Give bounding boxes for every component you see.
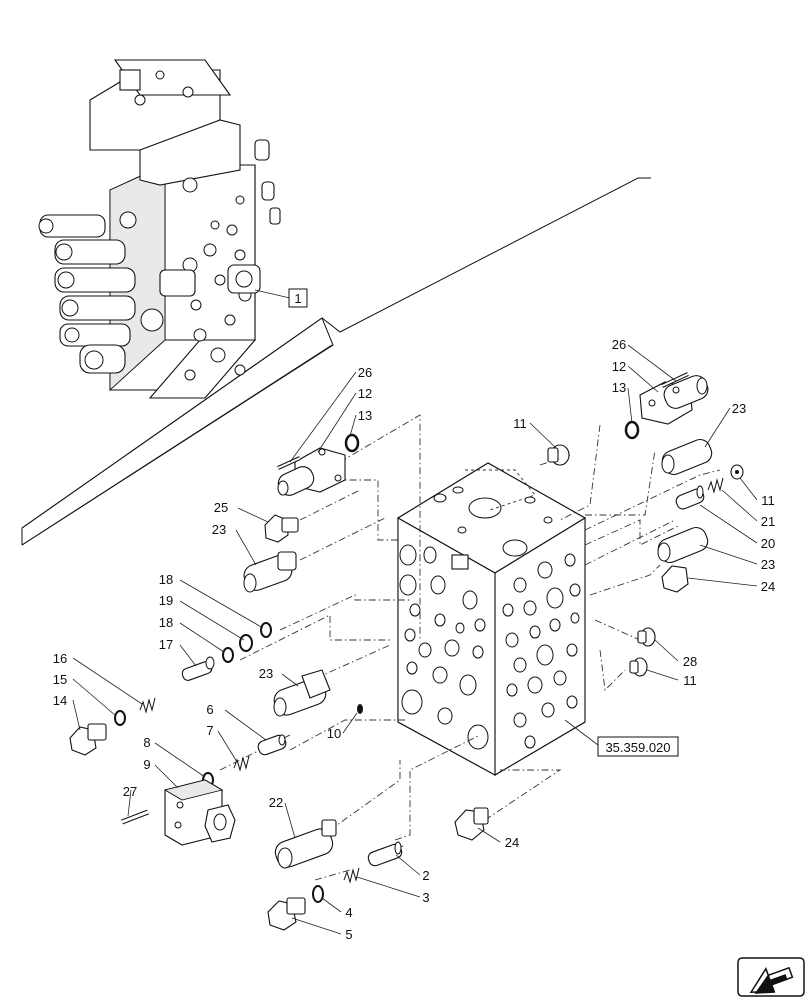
callout-17: 17 (159, 637, 173, 652)
cartridge-23-middle (273, 669, 331, 717)
hex-plug-25 (264, 514, 299, 543)
callout-21: 21 (761, 514, 775, 529)
hex-plug-5 (267, 897, 306, 931)
callout-15: 15 (53, 672, 67, 687)
callout-23: 23 (212, 522, 226, 537)
callout-8: 8 (143, 735, 150, 750)
spring-16 (139, 697, 156, 714)
callout-labels: 26 12 13 25 23 18 19 18 17 16 15 14 23 1… (53, 337, 775, 942)
callout-20: 20 (761, 536, 775, 551)
o-ring-4 (312, 885, 324, 903)
poppet-17 (181, 656, 215, 681)
cartridge-23-right-upper (661, 438, 713, 476)
callout-4: 4 (345, 905, 352, 920)
next-page-arrow-icon[interactable] (737, 957, 805, 1000)
o-ring-15 (114, 710, 126, 726)
callout-28: 28 (683, 654, 697, 669)
backup-ring-19 (239, 634, 253, 652)
callout-14: 14 (53, 693, 67, 708)
callout-19: 19 (159, 593, 173, 608)
hex-plug-24-bottom (454, 807, 489, 841)
callout-24: 24 (761, 579, 775, 594)
callout-2: 2 (422, 868, 429, 883)
callout-13: 13 (358, 408, 372, 423)
main-valve-assembly (38, 59, 281, 399)
callout-25: 25 (214, 500, 228, 515)
hex-plug-14 (69, 723, 107, 756)
assembly-reference-label: 1 (294, 291, 301, 306)
callout-13: 13 (612, 380, 626, 395)
spring-21 (707, 477, 724, 494)
sleeve-20 (675, 485, 705, 510)
piston-2 (367, 841, 403, 867)
plug-11-lower-right (629, 657, 648, 677)
assembly-lines (219, 414, 721, 881)
callout-12: 12 (612, 359, 626, 374)
cartridge-23-right-lower (657, 526, 709, 564)
plug-28 (637, 627, 656, 647)
cartridge-22 (274, 819, 337, 869)
o-ring-18-lower (222, 647, 234, 663)
section-reference-label: 35.359.020 (605, 740, 670, 755)
callout-12: 12 (358, 386, 372, 401)
callout-11: 11 (683, 673, 697, 688)
callout-10: 10 (327, 726, 341, 741)
spring-3 (343, 867, 360, 884)
plug-11-top (547, 444, 570, 466)
callout-16: 16 (53, 651, 67, 666)
leader-lines (72, 344, 758, 935)
flange-relief-valve-right (639, 375, 709, 425)
o-ring-18-upper (260, 622, 272, 638)
callout-7: 7 (206, 723, 213, 738)
callout-18: 18 (159, 615, 173, 630)
callout-23: 23 (761, 557, 775, 572)
o-ring-13-right (624, 420, 640, 440)
callout-26: 26 (358, 365, 372, 380)
callout-27: 27 (123, 784, 137, 799)
callout-9: 9 (143, 757, 150, 772)
callout-24: 24 (505, 835, 519, 850)
callout-6: 6 (206, 702, 213, 717)
callout-23: 23 (259, 666, 273, 681)
callout-11: 11 (761, 493, 775, 508)
bolt-26-left (277, 456, 301, 470)
frame-lines (21, 177, 651, 546)
assembly-reference: 1 (254, 288, 308, 308)
cap-11-right (730, 464, 744, 480)
hex-plug-24-right (661, 565, 689, 593)
callout-3: 3 (422, 890, 429, 905)
callout-26: 26 (612, 337, 626, 352)
callout-23: 23 (732, 401, 746, 416)
ball-10 (357, 704, 363, 714)
callout-11: 11 (513, 416, 527, 431)
spring-7 (233, 755, 250, 772)
cartridge-23-left-upper (243, 551, 297, 593)
spool-6 (257, 734, 287, 756)
callout-18: 18 (159, 572, 173, 587)
screw-27 (121, 809, 149, 825)
housing-9 (163, 779, 236, 846)
o-ring-13-left (344, 433, 360, 453)
flange-relief-valve-left (277, 447, 346, 496)
valve-block (396, 462, 587, 776)
callout-5: 5 (345, 927, 352, 942)
section-reference[interactable]: 35.359.020 (564, 719, 679, 757)
callout-22: 22 (269, 795, 283, 810)
